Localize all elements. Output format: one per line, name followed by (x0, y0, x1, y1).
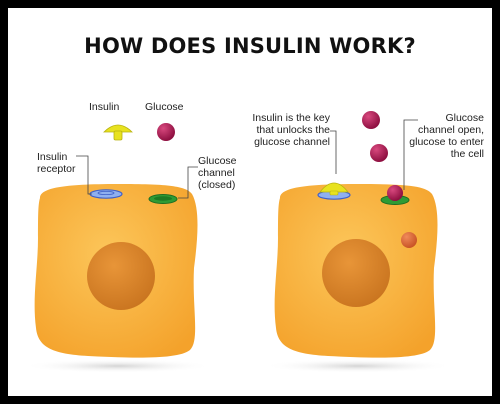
channel-leader-line (178, 166, 198, 199)
bound-insulin-icon (319, 182, 349, 196)
glucose-channel-open-label: Glucose channel open, glucose to enter t… (409, 112, 484, 160)
insulin-receptor-label: Insulin receptor (37, 151, 76, 175)
glucose-molecule-outside-1 (362, 111, 380, 129)
left-glucose-channel-closed (148, 194, 178, 204)
insulin-legend-icon (103, 124, 133, 141)
glucose-molecule-entering (387, 185, 403, 201)
glucose-legend-label: Glucose (145, 101, 184, 113)
glucose-molecule-outside-2 (370, 144, 388, 162)
open-channel-leader-line (403, 119, 418, 190)
left-cell-nucleus (87, 242, 155, 310)
diagram-artwork (23, 111, 453, 373)
receptor-leader-line (76, 155, 92, 195)
glucose-channel-closed-label: Glucose channel (closed) (198, 155, 237, 191)
right-cell-nucleus (322, 239, 390, 307)
left-cell-shadow (23, 359, 213, 373)
left-insulin-receptor (89, 189, 123, 199)
insulin-key-label: Insulin is the key that unlocks the gluc… (252, 112, 330, 148)
insulin-legend-label: Insulin (89, 101, 120, 113)
diagram-title: HOW DOES INSULIN WORK? (84, 34, 416, 58)
diagram-frame: HOW DOES INSULIN WORK? (8, 8, 492, 396)
key-leader-line (330, 130, 337, 174)
glucose-legend-icon (157, 123, 175, 141)
right-cell-shadow (263, 359, 453, 373)
glucose-molecule-inside (401, 232, 417, 248)
